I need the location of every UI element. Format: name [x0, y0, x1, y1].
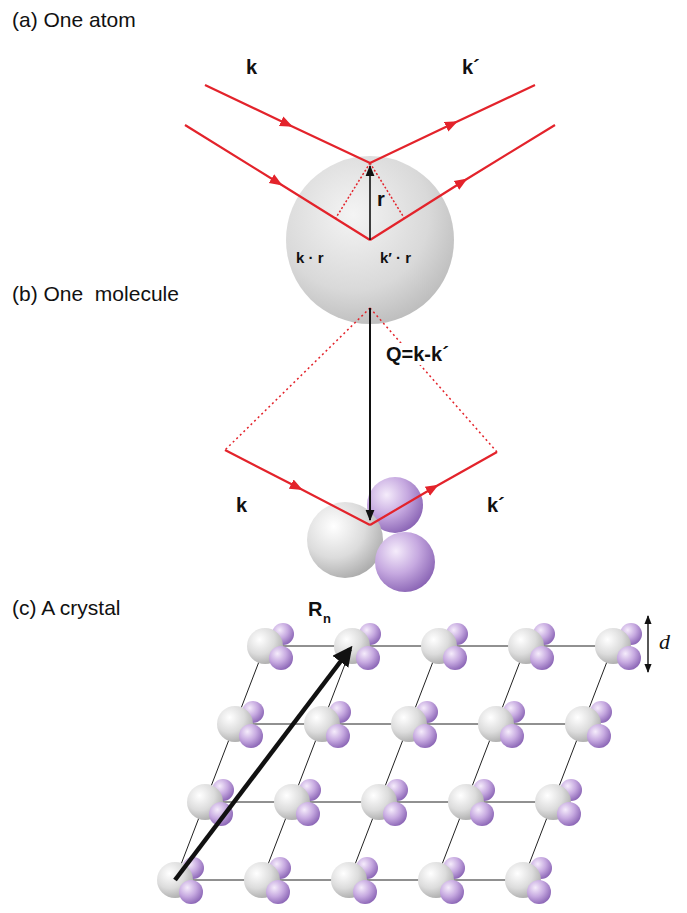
path-label: k′ · r	[380, 250, 411, 267]
panel-title: (c) A crystal	[12, 596, 121, 619]
vector-label: r	[377, 188, 385, 210]
path-difference-line	[336, 163, 371, 219]
scattered-ray	[370, 125, 555, 240]
construction-line	[225, 308, 370, 450]
lattice-line	[436, 646, 526, 880]
spacing-arrow	[647, 616, 648, 672]
lattice-line	[175, 646, 265, 880]
wave-vector-label: k´	[462, 56, 480, 78]
atom-sphere	[269, 646, 293, 670]
incident-ray	[185, 125, 370, 240]
scattering-vector	[369, 308, 371, 520]
molecule-panel	[225, 308, 497, 592]
vector-label: Q=k-k´	[384, 343, 451, 365]
lattice-line	[262, 646, 352, 880]
subscript-label: n	[323, 612, 331, 626]
atom-sphere	[440, 880, 464, 904]
wave-vector-label: k	[236, 494, 247, 516]
atom-sphere	[296, 802, 320, 826]
spacing-label: d	[659, 630, 670, 654]
lattice-vector	[175, 649, 350, 880]
atom-sphere	[500, 724, 524, 748]
lattice-line	[523, 646, 613, 880]
construction-line	[370, 308, 497, 452]
scattered-ray	[370, 452, 497, 525]
crystal-lattice	[157, 623, 642, 904]
panel-title: (a) One atom	[12, 8, 136, 31]
wave-vector-label: k´	[487, 494, 505, 516]
atom-sphere	[356, 646, 380, 670]
atom-sphere	[266, 880, 290, 904]
atom-sphere	[326, 724, 350, 748]
atom-sphere	[413, 724, 437, 748]
position-vector	[369, 166, 371, 240]
atom-sphere	[527, 880, 551, 904]
atom-sphere	[383, 802, 407, 826]
atom-sphere	[617, 646, 641, 670]
vector-label: R	[308, 598, 322, 620]
path-label: k · r	[296, 250, 324, 267]
atom-sphere	[530, 646, 554, 670]
atom-sphere	[375, 532, 435, 592]
lattice-line	[349, 646, 439, 880]
wave-vector-label: k	[246, 56, 257, 78]
atom-sphere	[307, 502, 383, 578]
atom-panel	[185, 85, 555, 324]
path-difference-line	[370, 163, 405, 219]
incident-ray	[225, 450, 370, 525]
atom-sphere	[353, 880, 377, 904]
atom-sphere	[443, 646, 467, 670]
incident-ray	[205, 85, 370, 163]
atom-sphere	[239, 724, 263, 748]
panel-title: (b) One molecule	[12, 282, 179, 305]
atom-sphere	[179, 880, 203, 904]
atom-sphere	[286, 156, 454, 324]
atom-sphere	[557, 802, 581, 826]
atom-sphere	[470, 802, 494, 826]
atom-sphere	[587, 724, 611, 748]
